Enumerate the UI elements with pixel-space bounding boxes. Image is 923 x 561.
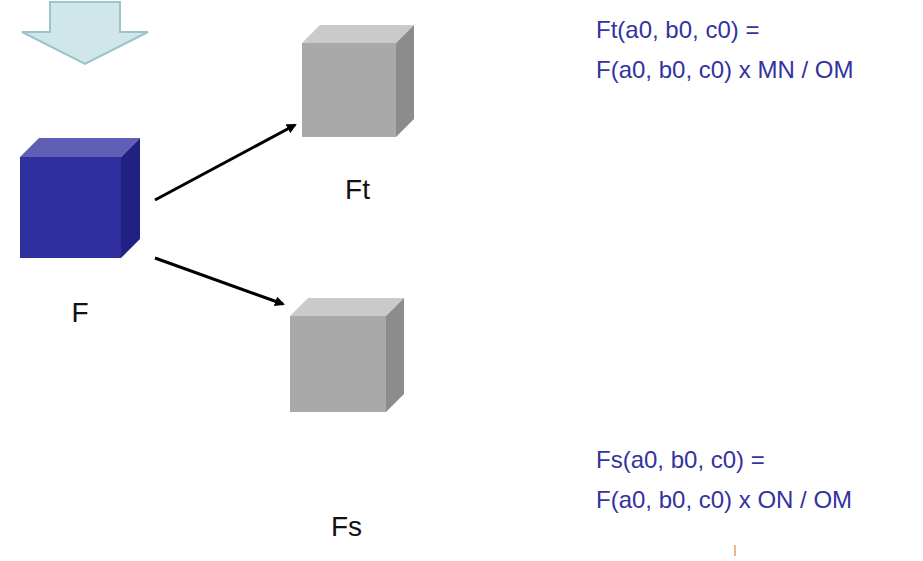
cube-face [20, 138, 140, 157]
input-arrow [22, 2, 148, 64]
stray-mark [734, 545, 736, 556]
formula-text: F(a0, b0, c0) x MN / OM [596, 56, 853, 85]
cube-node: Ft [295, 25, 420, 206]
cube-node: F [5, 138, 155, 329]
cube-face [290, 316, 386, 412]
cube-face [290, 298, 404, 316]
cube-face [386, 298, 404, 412]
cube-shape [20, 138, 140, 258]
cube-shape [290, 298, 404, 412]
cube-face [121, 138, 140, 258]
cube-face [302, 43, 396, 137]
cube-face [302, 25, 414, 43]
cube-face [396, 25, 414, 137]
flow-arrow [155, 258, 283, 304]
formula-text: Fs(a0, b0, c0) = [596, 446, 765, 475]
cube-label: F [71, 298, 88, 329]
cube-shape [302, 25, 414, 137]
cube-face [20, 157, 121, 258]
cube-node: Fs [283, 298, 410, 543]
formula-text: F(a0, b0, c0) x ON / OM [596, 486, 852, 515]
formula-text: Ft(a0, b0, c0) = [596, 16, 759, 45]
flow-arrow [155, 125, 295, 200]
cube-label: Ft [345, 175, 370, 206]
cube-label: Fs [331, 512, 362, 543]
